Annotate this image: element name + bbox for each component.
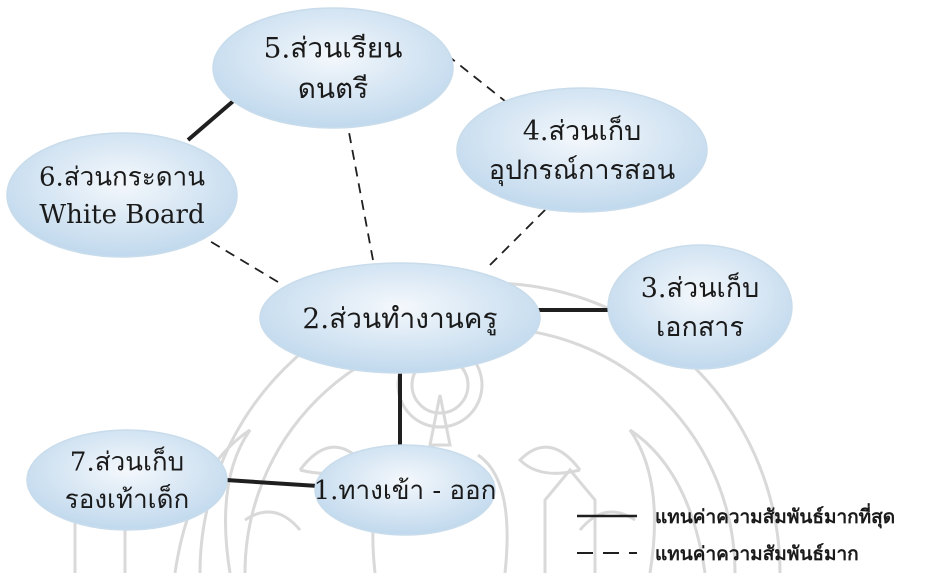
node-n7-label-line-2: รองเท้าเด็ก — [65, 483, 189, 515]
node-n5-shape — [212, 7, 454, 129]
node-n1-label-line-1: 1.ทางเข้า - ออก — [314, 476, 497, 506]
edge-n5-n6-strongest — [186, 95, 240, 142]
edge-n2-n4-strong — [489, 207, 548, 266]
legend-label-strongest: แทนค่าความสัมพันธ์มากที่สุด — [655, 503, 895, 529]
legend: แทนค่าความสัมพันธ์มากที่สุด แทนค่าความสั… — [577, 503, 895, 565]
node-n6-label-line-1: 6.ส่วนกระดาน — [39, 162, 205, 192]
legend-label-strong: แทนค่าความสัมพันธ์มาก — [655, 543, 859, 565]
node-n6-label-line-2: White Board — [39, 200, 204, 230]
nodes-layer: 1.ทางเข้า - ออก 2.ส่วนทำงานครู 3.ส่วนเก็บเ… — [6, 7, 793, 536]
node-n6: 6.ส่วนกระดาน White Board — [6, 132, 238, 258]
edge-n1-n7-strongest — [225, 478, 319, 488]
edge-n2-n5-strong — [347, 126, 374, 261]
node-n4-shape — [456, 87, 708, 213]
node-n4-label-line-2: อุปกรณ์การสอน — [489, 154, 675, 187]
node-n5-label-line-2: ดนตรี — [298, 72, 369, 105]
node-n3-label-line-1: 3.ส่วนเก็บ — [641, 270, 760, 304]
node-n1-shape — [314, 444, 496, 536]
node-n7-shape — [26, 429, 228, 531]
node-n7-label-line-1: 7.ส่วนเก็บ — [70, 445, 184, 477]
node-n2-shape — [259, 262, 541, 374]
node-n4: 4.ส่วนเก็บอุปกรณ์การสอน — [456, 87, 708, 213]
node-n6-shape — [6, 132, 238, 258]
node-n3-shape — [607, 244, 793, 370]
edge-n5-n4-strong — [446, 54, 511, 106]
node-n5-label-line-1: 5.ส่วนเรียน — [264, 32, 403, 65]
node-n4-label-line-1: 4.ส่วนเก็บ — [523, 113, 642, 147]
node-n2-label-line-1: 2.ส่วนทำงานครู — [302, 302, 497, 336]
node-n3-label-line-2: เอกสาร — [656, 312, 744, 343]
node-n2: 2.ส่วนทำงานครู — [259, 262, 541, 374]
node-n1: 1.ทางเข้า - ออก — [314, 444, 497, 536]
